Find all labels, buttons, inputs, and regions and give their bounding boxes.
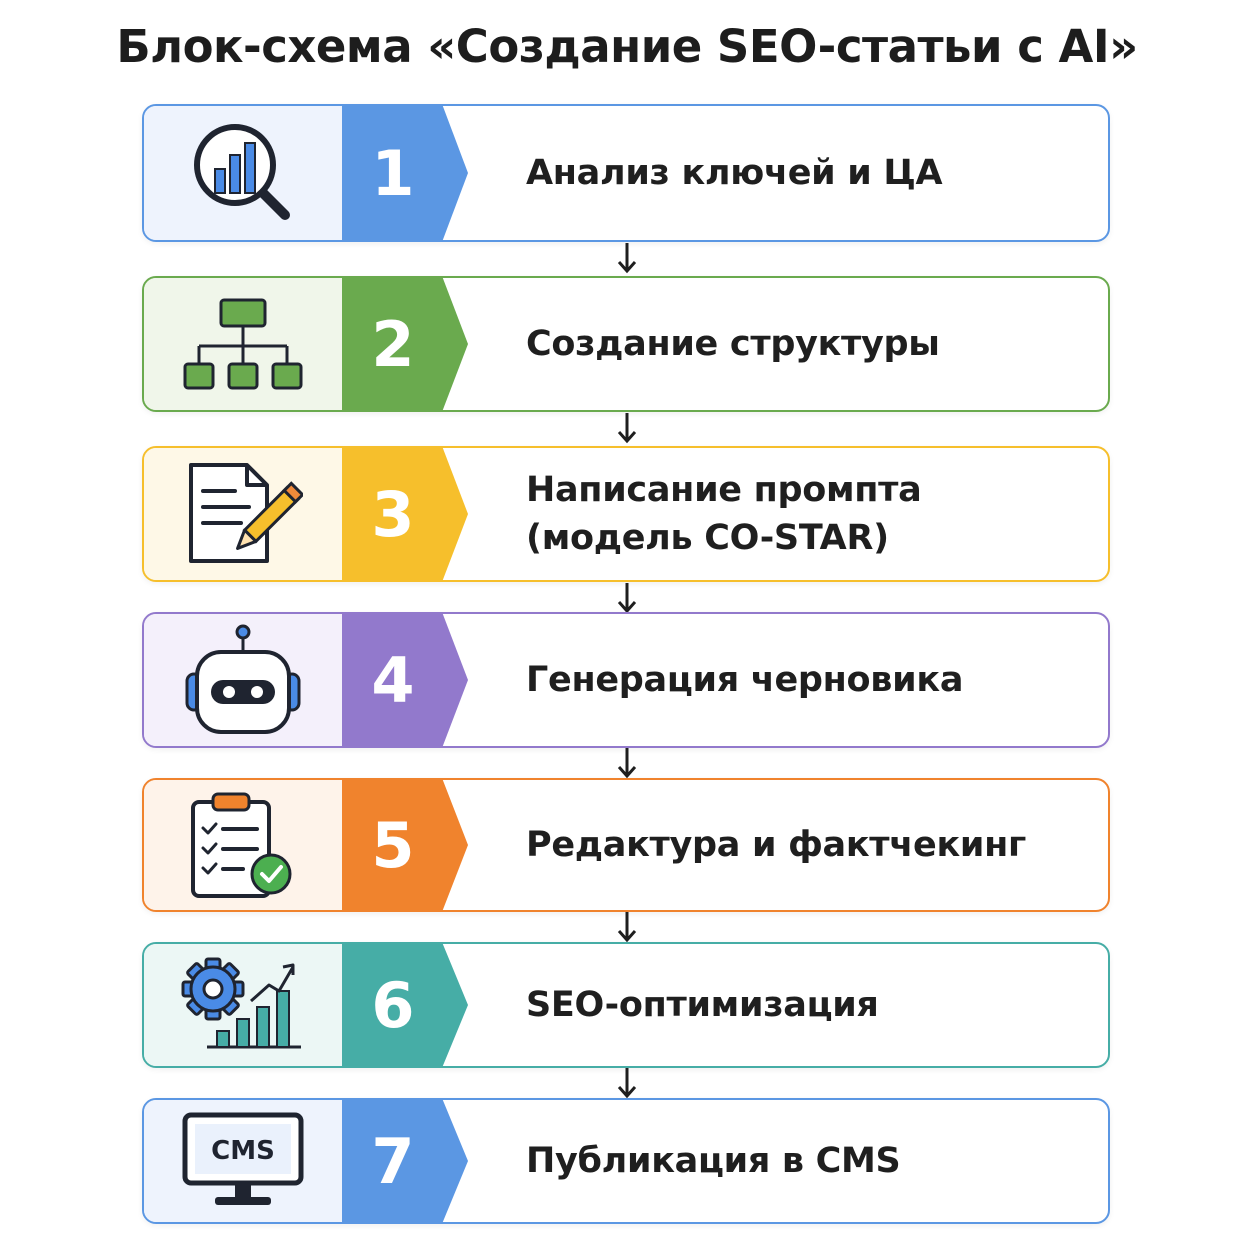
step-2-label: Создание структуры: [526, 278, 1088, 410]
step-3-icon-cell: [144, 448, 342, 580]
step-1-number-tab: 1: [342, 106, 468, 240]
step-5-number: 5: [371, 808, 415, 882]
step-3-label-line-2: (модель CO-STAR): [526, 518, 889, 558]
step-3-number-tab: 3: [342, 448, 468, 580]
step-4-label: Генерация черновика: [526, 614, 1088, 746]
flow-arrow-5: [617, 912, 637, 943]
step-3-label: Написание промпта (модель CO-STAR): [526, 448, 1088, 580]
step-1-icon-cell: [144, 106, 342, 240]
flow-arrow-6: [617, 1068, 637, 1099]
step-2-number-tab: 2: [342, 278, 468, 410]
document-pencil-icon: [189, 463, 303, 563]
step-4-number: 4: [371, 643, 415, 717]
step-7-number-tab: 7: [342, 1100, 468, 1222]
hierarchy-icon: [183, 298, 303, 390]
step-1-box: 1 Анализ ключей и ЦА: [142, 104, 1110, 242]
step-1-label: Анализ ключей и ЦА: [526, 106, 1088, 240]
monitor-cms-icon: CMS: [182, 1112, 304, 1205]
step-2-number: 2: [371, 307, 415, 381]
step-7-box: CMS 7 Публикация в CMS: [142, 1098, 1110, 1224]
diagram-title: Блок-схема «Создание SEO-статьи с AI»: [116, 20, 1138, 73]
step-2-icon-cell: [144, 278, 342, 410]
step-5-box: 5 Редактура и фактчекинг: [142, 778, 1110, 912]
step-5-number-tab: 5: [342, 780, 468, 910]
gear-growth-chart-icon: [181, 957, 301, 1049]
step-6-label: SEO-оптимизация: [526, 944, 1088, 1066]
step-7-label: Публикация в CMS: [526, 1100, 1088, 1222]
step-5-label-line: Редактура и фактчекинг: [526, 825, 1026, 865]
step-6-box: 6 SEO-оптимизация: [142, 942, 1110, 1068]
robot-icon: [185, 624, 301, 734]
magnifier-bar-chart-icon: [194, 124, 290, 220]
step-5-icon-cell: [144, 780, 342, 910]
clipboard-check-icon: [191, 792, 292, 898]
step-3-label-line-1: Написание промпта: [526, 470, 922, 510]
step-7-number: 7: [371, 1124, 415, 1198]
step-4-box: 4 Генерация черновика: [142, 612, 1110, 748]
step-1-number: 1: [371, 136, 415, 210]
monitor-cms-text: CMS: [211, 1136, 275, 1166]
step-2-box: 2 Создание структуры: [142, 276, 1110, 412]
flow-arrow-2: [617, 413, 637, 444]
step-3-number: 3: [371, 477, 415, 551]
step-3-box: 3 Написание промпта (модель CO-STAR): [142, 446, 1110, 582]
flow-arrow-1: [617, 243, 637, 274]
step-4-label-line: Генерация черновика: [526, 660, 964, 700]
flow-arrow-3: [617, 583, 637, 614]
step-6-number-tab: 6: [342, 944, 468, 1066]
step-6-number: 6: [371, 968, 415, 1042]
step-4-icon-cell: [144, 614, 342, 746]
step-4-number-tab: 4: [342, 614, 468, 746]
step-6-label-line: SEO-оптимизация: [526, 985, 879, 1025]
step-2-label-line: Создание структуры: [526, 324, 940, 364]
step-5-label: Редактура и фактчекинг: [526, 780, 1088, 910]
step-6-icon-cell: [144, 944, 342, 1066]
flow-arrow-4: [617, 748, 637, 779]
step-7-icon-cell: CMS: [144, 1100, 342, 1222]
step-7-label-line: Публикация в CMS: [526, 1141, 901, 1181]
step-1-label-line: Анализ ключей и ЦА: [526, 153, 943, 193]
